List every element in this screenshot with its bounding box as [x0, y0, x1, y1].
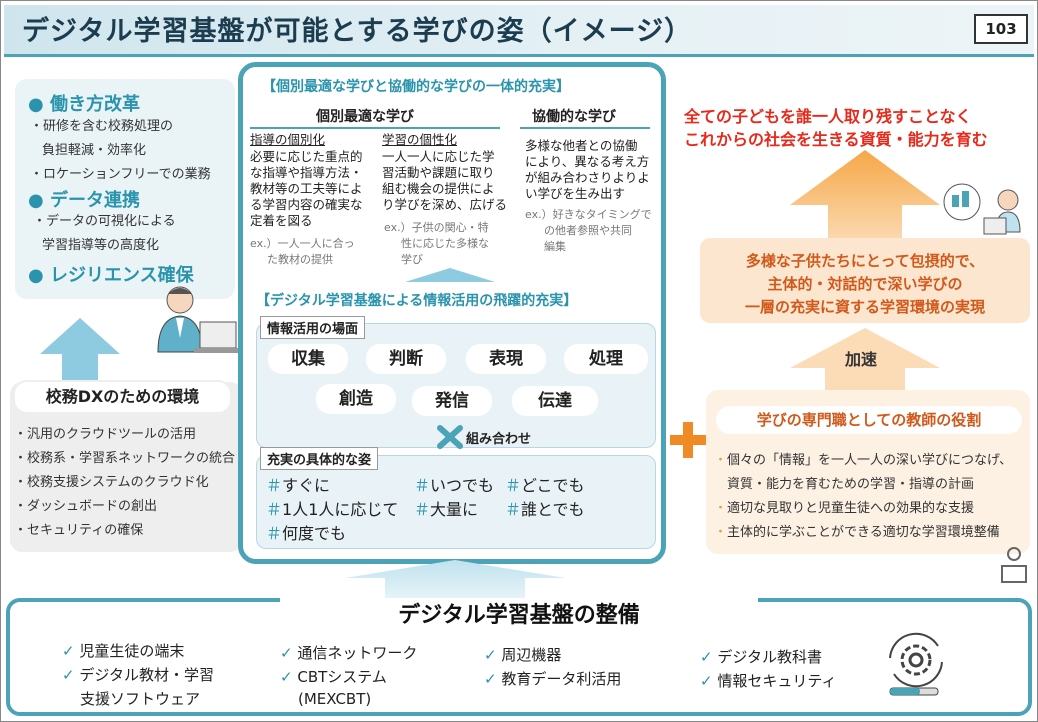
infra-item: (MEXCBT) [298, 690, 372, 708]
page-title: デジタル学習基盤が可能とする学びの姿（イメージ） [22, 16, 693, 47]
env-goal-line: 主体的・対話的で深い学びの [767, 275, 963, 293]
info-scene-label: 情報活用の場面 [260, 316, 366, 339]
col1-example: ex.）一人一人に合っ [250, 237, 355, 250]
gear-cycle-icon [889, 632, 943, 696]
env-goal-line: 多様な子供たちにとって包摂的で、 [745, 252, 985, 270]
personalized-learning-label: 学習の個性化 [382, 132, 458, 147]
scene-tag: 創造 [316, 384, 396, 414]
individualized-instruction-label: 指導の個別化 [250, 132, 326, 147]
concrete-form-label: 充実の具体的な姿 [260, 447, 379, 470]
env-item: ・ダッシュボードの創出 [14, 499, 158, 514]
scene-tag: 表現 [466, 344, 546, 374]
col3-line: 多様な他者との協働 [525, 138, 638, 153]
col3-line: により、異なる考え方 [525, 154, 650, 169]
col1-line: 定着を図る [250, 213, 313, 228]
env-goal-line: 一層の充実に資する学習環境の実現 [744, 298, 985, 316]
scene-tag: 発信 [412, 386, 492, 416]
title-bar [4, 5, 1034, 57]
plus-icon [670, 422, 706, 458]
workstyle-item: ・研修を含む校務処理の [30, 119, 174, 134]
scene-tag: 判断 [366, 344, 446, 374]
col2-example: 性に応じた多様な [401, 237, 489, 250]
col3-line: が組み合わさりよりよ [525, 170, 650, 185]
learning-env-goal-box [700, 238, 1030, 323]
col1-line: 教材等の工夫等によ [250, 181, 363, 196]
school-dx-env-title: 校務DXのための環境 [15, 382, 230, 412]
workstyle-item: ・ロケーションフリーでの業務 [30, 167, 211, 182]
center-up-arrow-icon [405, 268, 495, 282]
col1-line: な指導や指導方法・ [250, 165, 363, 180]
col1-line: 必要に応じた重点的 [250, 149, 363, 164]
hashtag: ＃すぐに [266, 476, 331, 495]
col3-example: 編集 [544, 240, 566, 253]
col2-line: 組む機会の提供によ [382, 181, 495, 196]
individual-learning-title: 個別最適な学び [316, 109, 414, 125]
col2-line: 習活動や課題に取り [382, 165, 495, 180]
data-link-heading: ● データ連携 [28, 190, 140, 211]
hashtag: ＃1人1人に応じて [266, 500, 399, 519]
col2-example: ex.）子供の関心・特 [384, 221, 489, 234]
hashtag: ＃いつでも [414, 476, 495, 495]
teacher-role-item: 資質・能力を育むための学習・指導の計画 [727, 477, 975, 492]
combine-label: 組み合わせ [466, 432, 532, 447]
info-utilization-heading: 【デジタル学習基盤による情報活用の飛躍的充実】 [256, 293, 578, 309]
hashtag: ＃何度でも [266, 524, 347, 543]
infra-item: ✓ デジタル教材・学習 [62, 666, 215, 684]
col3-line: い学びを生み出す [525, 186, 626, 201]
teacher-role-item: ・個々の「情報」を一人一人の深い学びにつなげ、 [714, 453, 1013, 468]
hashtag: ＃誰とでも [505, 500, 585, 519]
infra-item: ✓ 児童生徒の端末 [62, 642, 185, 660]
school-affairs-benefits-panel [15, 79, 235, 299]
divider [520, 127, 650, 129]
infra-item: ✓ 情報セキュリティ [700, 672, 837, 690]
combine-x-icon [437, 425, 463, 449]
teacher-role-title: 学びの専門職としての教師の役割 [716, 406, 1022, 434]
col2-example: 学び [401, 253, 423, 266]
collaborative-learning-title: 協働的な学び [532, 109, 616, 125]
concrete-form-panel [256, 455, 656, 549]
col2-line: 一人一人に応じた学 [382, 149, 495, 164]
data-link-item: ・データの可視化による [33, 214, 176, 229]
teacher-at-computer-icon [157, 286, 240, 353]
top-right-up-arrow-icon [790, 150, 940, 240]
infra-item: ✓ デジタル教科書 [700, 648, 823, 666]
resilience-heading: ● レジリエンス確保 [28, 265, 194, 286]
workstyle-heading: ● 働き方改革 [28, 94, 140, 115]
infra-item: ✓ 周辺機器 [484, 646, 562, 664]
student-at-laptop-icon [943, 183, 1021, 235]
env-item: ・校務系・学習系ネットワークの統合 [14, 451, 236, 466]
teacher-role-item: ・適切な見取りと児童生徒への効果的な支援 [714, 501, 975, 516]
infra-item: ✓ 教育データ利活用 [484, 670, 622, 688]
scene-tag: 収集 [268, 344, 348, 374]
bottom-up-arrow-icon [345, 560, 565, 600]
workstyle-item: 負担軽減・効率化 [42, 143, 147, 158]
env-item: ・セキュリティの確保 [14, 523, 144, 538]
data-link-item: 学習指導等の高度化 [42, 238, 160, 253]
scene-tag: 処理 [564, 344, 648, 374]
infra-item: 支援ソフトウェア [80, 690, 201, 708]
goal-line: これからの社会を生きる資質・能力を育む [684, 130, 988, 149]
left-up-arrow-icon [40, 318, 120, 388]
hashtag: ＃大量に [414, 500, 479, 519]
goal-line: 全ての子どもを誰一人取り残すことなく [684, 107, 972, 126]
infra-item: ✓ 通信ネットワーク [280, 644, 418, 662]
accelerate-up-arrow-icon [790, 328, 940, 390]
accelerate-label: 加速 [845, 350, 878, 369]
col2-line: り学びを深め、広げる [382, 197, 508, 212]
divider [250, 127, 500, 129]
page-number: 103 [974, 14, 1028, 44]
teacher-podium-icon [1001, 547, 1027, 583]
infra-item: ✓ CBTシステム [280, 668, 387, 686]
col1-line: る学習内容の確実な [250, 197, 363, 212]
teacher-role-item: ・主体的に学ぶことができる適切な学習環境整備 [714, 525, 1000, 540]
col3-example: ex.）好きなタイミングで [525, 208, 652, 221]
env-item: ・汎用のクラウドツールの活用 [14, 427, 197, 442]
hashtag: ＃どこでも [505, 476, 585, 495]
scene-tag: 伝達 [512, 386, 598, 416]
col1-example: た教材の提供 [267, 253, 333, 266]
col3-example: の他者参照や共同 [544, 224, 632, 237]
infrastructure-title: デジタル学習基盤の整備 [280, 598, 758, 634]
env-item: ・校務支援システムのクラウド化 [14, 475, 209, 490]
integrated-learning-heading: 【個別最適な学びと協働的な学びの一体的充実】 [262, 79, 570, 95]
